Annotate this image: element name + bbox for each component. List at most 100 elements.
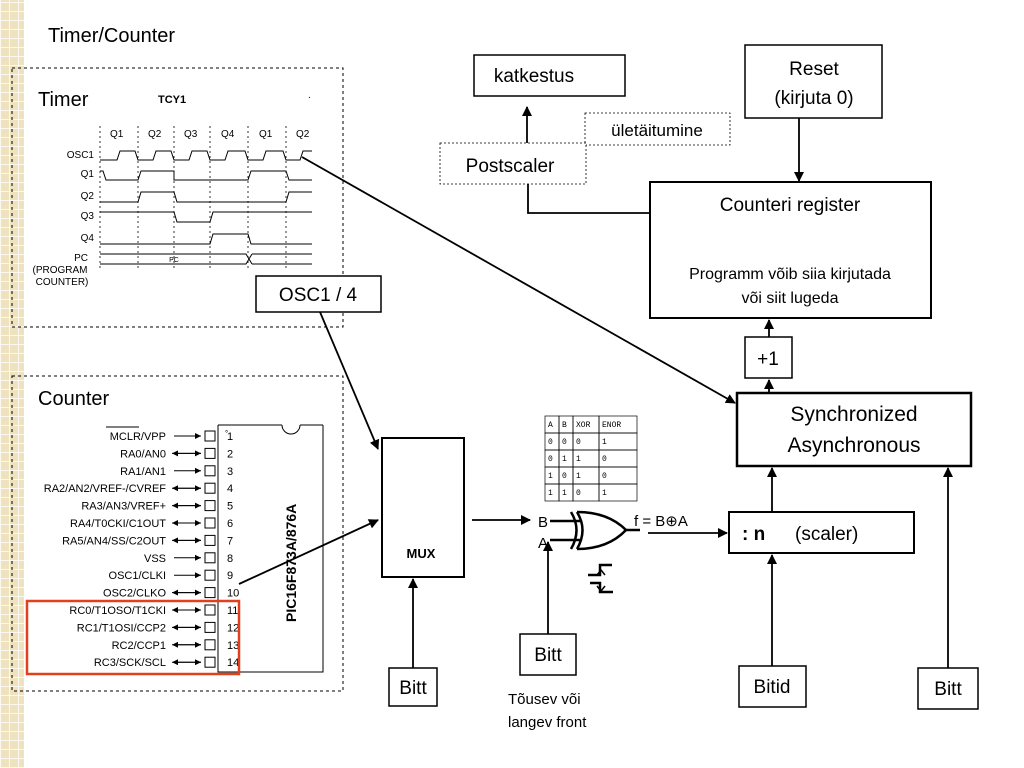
bitt-mid-label: Bitt xyxy=(534,645,562,666)
pin-pad xyxy=(204,447,216,459)
bitt-left-label: Bitt xyxy=(399,678,427,699)
timer-label: Timer xyxy=(38,89,89,111)
truth-cell-text: A xyxy=(548,421,553,430)
bitt-right-label: Bitt xyxy=(934,679,962,700)
timing-dot: . xyxy=(308,90,311,101)
signal-label: Q3 xyxy=(81,211,95,222)
signal-label: Q4 xyxy=(81,233,95,244)
postscaler-box xyxy=(439,142,587,185)
pin-number: 3 xyxy=(227,466,233,478)
pin-name: MCLR/VPP xyxy=(110,431,166,443)
xor-input-b: B xyxy=(538,514,548,531)
truth-cell-text: 0 xyxy=(576,438,581,447)
pin-name: VSS xyxy=(144,553,166,565)
timing-diagram: Q1 Q2 Q3 Q4 Q1 Q2 OSC1 Q1 Q2 Q3 Q4 PC (P… xyxy=(33,126,312,288)
pin-name: RA0/AN0 xyxy=(120,448,166,460)
pc-note: COUNTER) xyxy=(36,277,89,288)
truth-cell-text: B xyxy=(562,421,567,430)
rising-edge-arrow-icon xyxy=(596,568,606,576)
sync-box xyxy=(735,391,973,468)
reset-note: (kirjuta 0) xyxy=(774,88,853,109)
mux-label: MUX xyxy=(407,546,436,561)
pin1-dot: ° xyxy=(225,429,228,438)
pin-number: 11 xyxy=(227,605,238,617)
truth-cell-text: 1 xyxy=(576,472,581,481)
pin-name: OSC2/CLKO xyxy=(103,588,166,600)
quarter-label: Q1 xyxy=(259,129,273,140)
truth-cell-text: 0 xyxy=(602,455,607,464)
reset-box xyxy=(744,44,883,119)
pin-name: RC0/T1OSO/T1CKI xyxy=(69,605,166,617)
pin-number: 4 xyxy=(227,483,233,495)
timer-frame xyxy=(11,67,344,328)
rising-edge-icon xyxy=(588,563,612,577)
connections xyxy=(238,106,953,668)
scaler-label: (scaler) xyxy=(795,524,858,545)
quarter-label: Q2 xyxy=(148,129,162,140)
pin-number: 13 xyxy=(227,640,239,652)
signal-label: Q1 xyxy=(81,169,95,180)
scaler-n: : n xyxy=(742,524,765,545)
pin-name: RA4/T0CKI/C1OUT xyxy=(70,518,166,530)
async-label: Asynchronous xyxy=(787,434,920,457)
pin-pad xyxy=(204,604,216,616)
page-title: Timer/Counter xyxy=(48,25,175,47)
pc-note: (PROGRAM xyxy=(33,265,88,276)
signal-label: PC xyxy=(74,253,88,264)
pin-pad xyxy=(204,534,216,546)
counter-register-box xyxy=(649,181,932,319)
osc-divider-label: OSC1 / 4 xyxy=(279,285,358,306)
pin-number: 6 xyxy=(227,518,233,530)
pin-name: RA2/AN2/VREF-/CVREF xyxy=(44,483,167,495)
katkestus-label: katkestus xyxy=(494,66,574,87)
sync-label: Synchronized xyxy=(790,403,917,426)
pin-pad xyxy=(204,430,216,442)
quarter-label: Q2 xyxy=(296,129,310,140)
pin-name: RA3/AN3/VREF+ xyxy=(81,501,166,513)
truth-cell-text: 1 xyxy=(602,438,607,447)
bitt-mid-box xyxy=(519,633,577,676)
truth-cell-text: 0 xyxy=(576,489,581,498)
pin-pad xyxy=(204,587,216,599)
pin-name: RA5/AN4/SS/C2OUT xyxy=(62,535,166,547)
pin-name: RC3/SCK/SCL xyxy=(94,657,166,669)
truth-cell-text: 1 xyxy=(562,489,567,498)
quarter-label: Q3 xyxy=(184,129,198,140)
pin-pad xyxy=(204,517,216,529)
falling-edge-icon xyxy=(590,581,613,594)
reset-label: Reset xyxy=(789,59,839,80)
truth-cell-text: 0 xyxy=(548,438,553,447)
pc-value: PC xyxy=(169,257,179,264)
pin-name: RC2/CCP1 xyxy=(112,640,166,652)
counter-register-label: Counteri register xyxy=(720,195,861,216)
increment-box xyxy=(744,336,793,379)
osc-divider-box xyxy=(255,275,382,313)
highlight-pins-11-14 xyxy=(25,599,241,676)
counter-register-note: Programm võib siia kirjutada xyxy=(689,266,891,283)
pin-number: 12 xyxy=(227,622,239,634)
xor-output: f = B⊕A xyxy=(634,513,688,530)
chip-name: PIC16F873A/876A xyxy=(283,504,299,622)
counter-register-note: või siit lugeda xyxy=(742,290,839,307)
katkestus-box xyxy=(473,54,626,97)
quarter-label: Q4 xyxy=(221,129,235,140)
pin-number: 1 xyxy=(227,431,233,443)
tcy-label: TCY1 xyxy=(158,94,186,106)
signal-label: OSC1 xyxy=(67,150,95,161)
falling-edge-arrow-icon xyxy=(596,585,606,593)
pin-pad xyxy=(204,482,216,494)
truth-cell-text: 1 xyxy=(548,472,553,481)
pin-number: 10 xyxy=(227,588,239,600)
pin-pad xyxy=(204,552,216,564)
uletaitumine-label: ületäitumine xyxy=(611,121,703,140)
pin-name: OSC1/CLKI xyxy=(109,570,166,582)
pin-name: RC1/T1OSI/CCP2 xyxy=(77,622,166,634)
bitid-label: Bitid xyxy=(754,677,791,698)
quarter-label: Q1 xyxy=(110,129,124,140)
bitt-left-box xyxy=(388,667,438,707)
increment-label: +1 xyxy=(757,349,779,370)
xor-gate xyxy=(550,510,640,551)
